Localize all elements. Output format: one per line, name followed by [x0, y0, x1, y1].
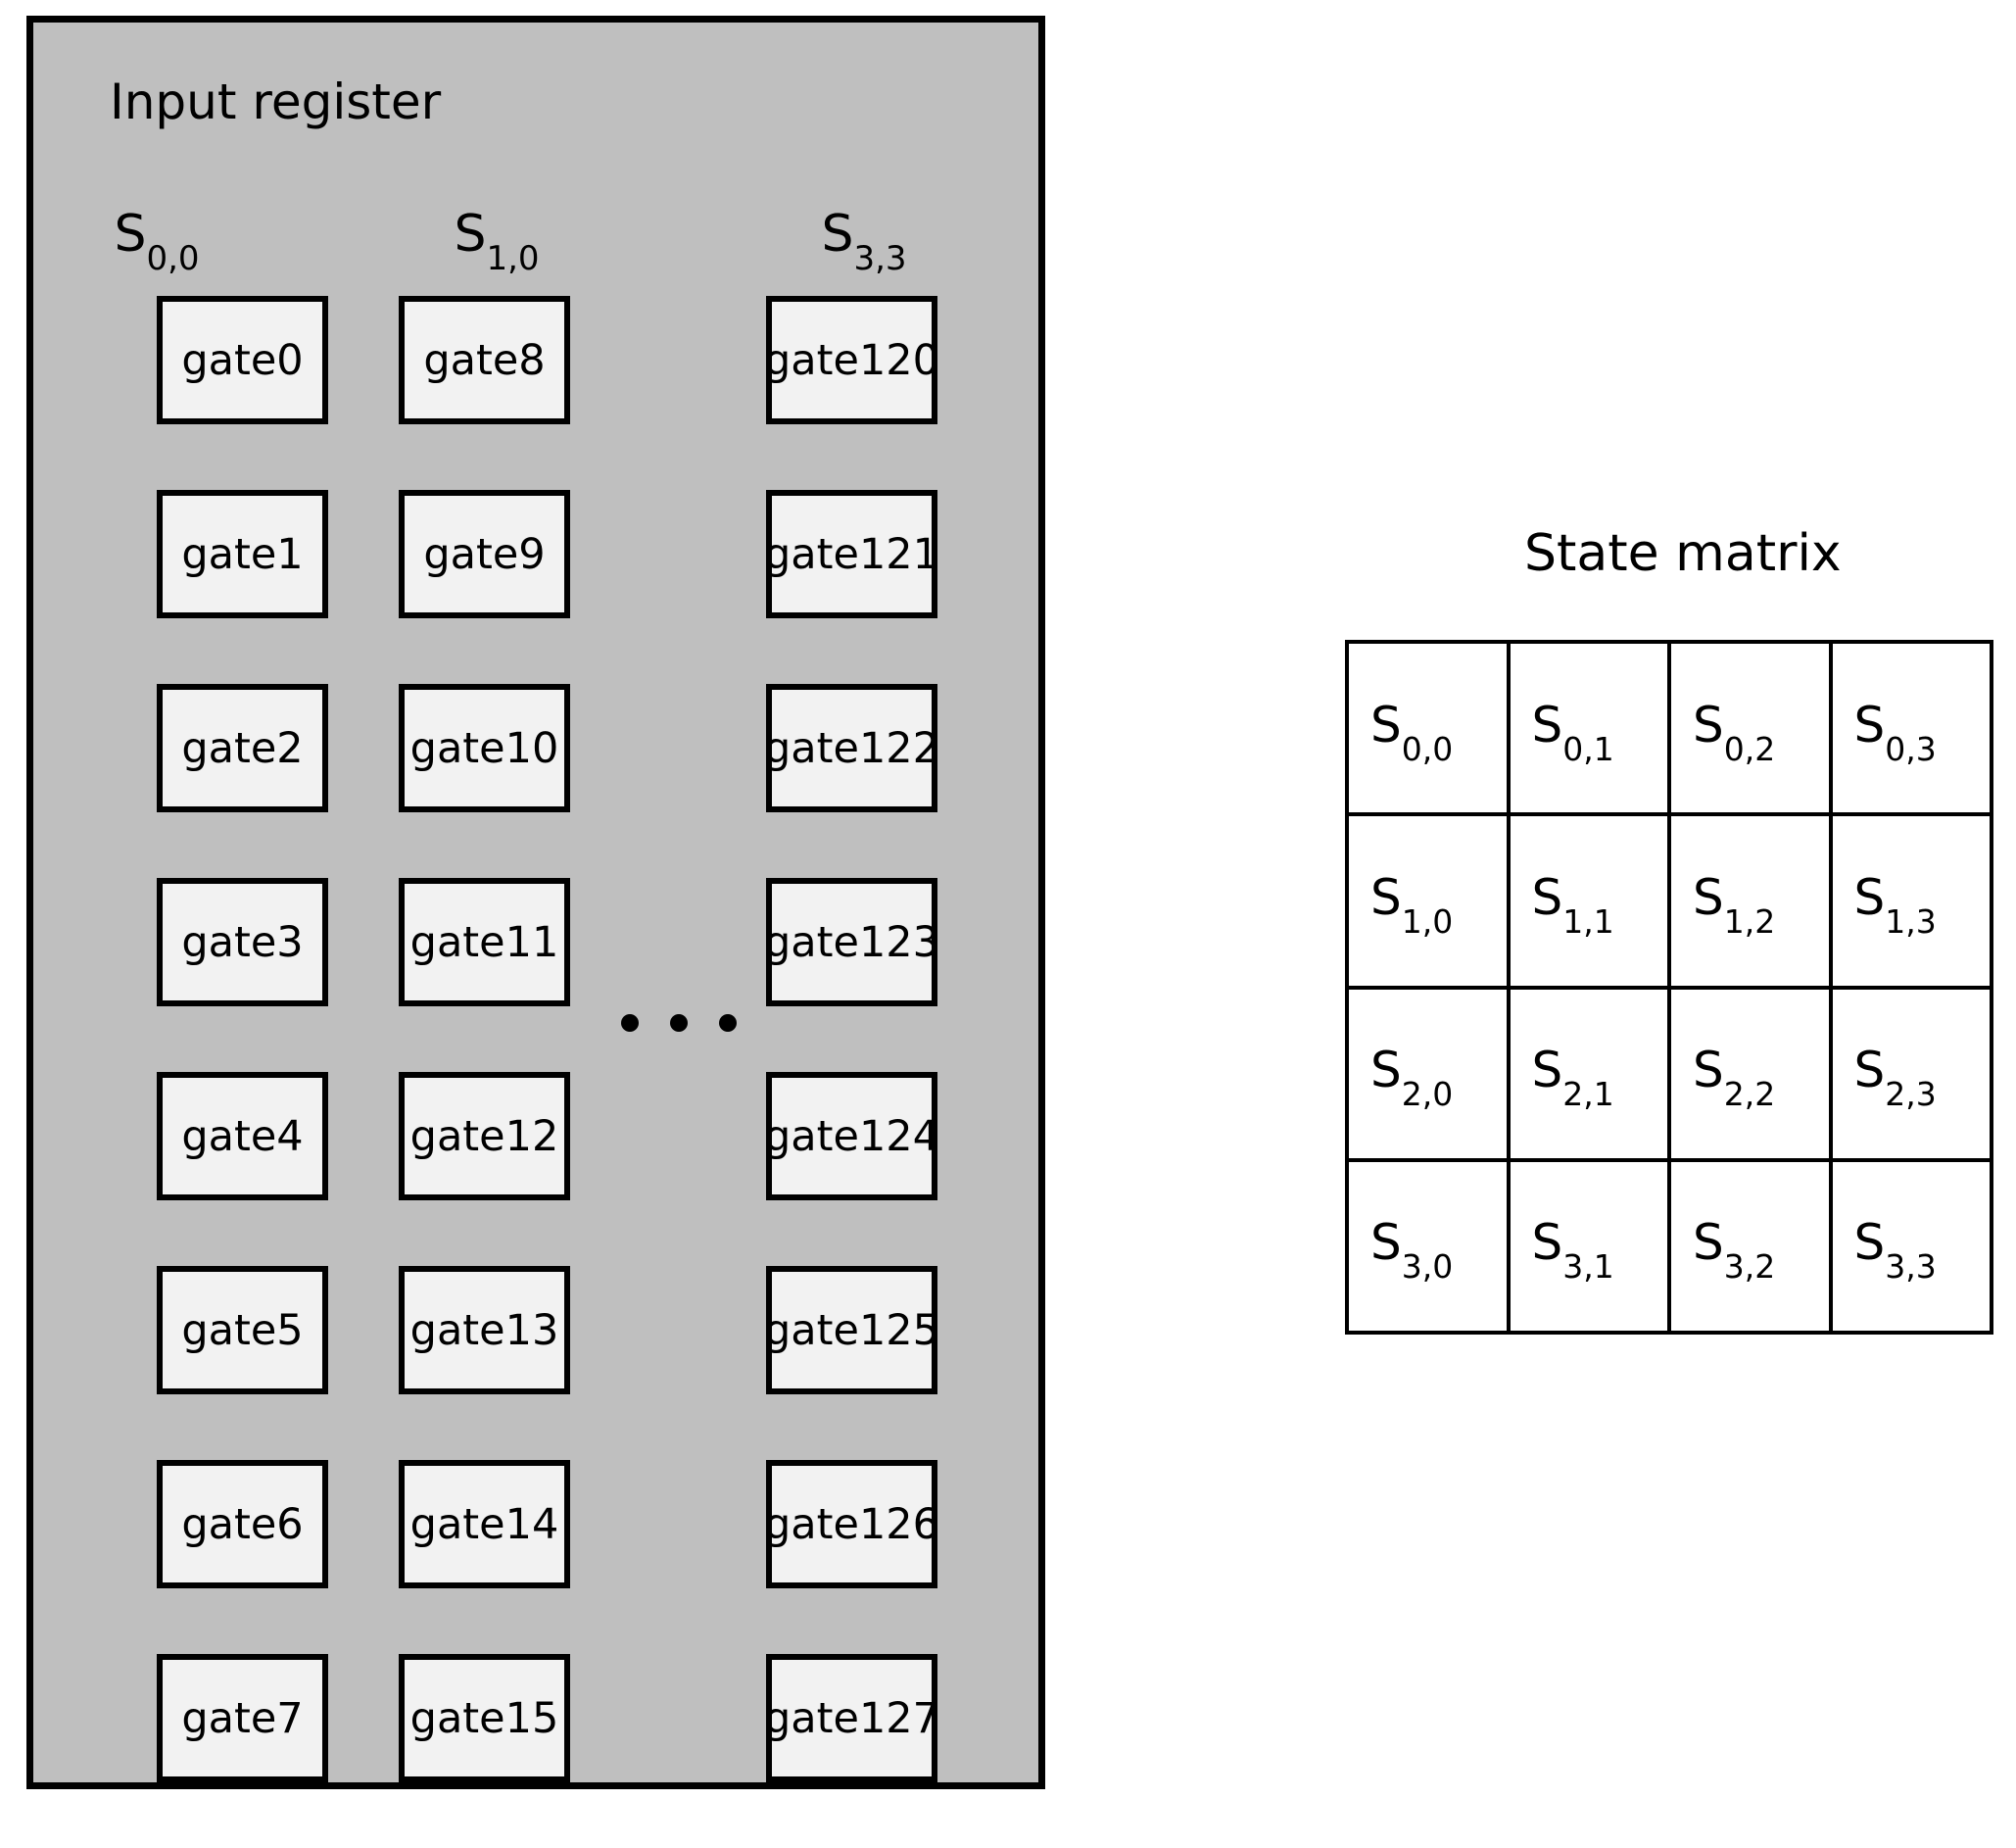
- state-cell-base: S: [1853, 868, 1886, 926]
- gate-column-1: gate8 gate9 gate10 gate11 gate12 gate13 …: [399, 296, 570, 1848]
- state-cell[interactable]: S0,3: [1828, 639, 1993, 817]
- column-header-s00: S0,0: [59, 209, 255, 275]
- state-cell[interactable]: S0,0: [1345, 639, 1511, 817]
- state-cell-subscript: 1,3: [1885, 901, 1937, 941]
- gate-box[interactable]: gate127: [764, 1654, 939, 1782]
- table-row: S1,0 S1,1 S1,2 S1,3: [1345, 812, 1993, 990]
- state-cell-base: S: [1531, 696, 1563, 754]
- column-header-base: S: [454, 205, 487, 264]
- gate-box[interactable]: gate7: [157, 1654, 328, 1782]
- table-row: S0,0 S0,1 S0,2 S0,3: [1345, 639, 1993, 817]
- gate-column-2: gate120 gate121 gate122 gate123 gate124 …: [764, 296, 939, 1848]
- table-row: S2,0 S2,1 S2,2 S2,3: [1345, 985, 1993, 1162]
- gate-column-0: gate0 gate1 gate2 gate3 gate4 gate5 gate…: [157, 296, 328, 1848]
- gate-box[interactable]: gate3: [157, 878, 328, 1006]
- gate-box[interactable]: gate124: [764, 1072, 939, 1200]
- state-cell-subscript: 2,3: [1885, 1075, 1937, 1114]
- state-cell-subscript: 2,1: [1562, 1075, 1614, 1114]
- gate-box[interactable]: gate11: [399, 878, 570, 1006]
- state-cell-base: S: [1693, 696, 1724, 754]
- state-matrix-table: S0,0 S0,1 S0,2 S0,3 S1,0 S1,1 S1,2 S1,3 …: [1345, 639, 1993, 1336]
- state-cell[interactable]: S3,1: [1506, 1157, 1671, 1336]
- gate-box[interactable]: gate15: [399, 1654, 570, 1782]
- gate-box[interactable]: gate14: [399, 1460, 570, 1588]
- state-cell-subscript: 3,3: [1885, 1247, 1937, 1287]
- state-cell-subscript: 0,3: [1885, 729, 1937, 768]
- gate-box[interactable]: gate2: [157, 684, 328, 812]
- ellipsis-dot: [670, 1014, 688, 1032]
- state-cell-subscript: 3,0: [1401, 1247, 1454, 1287]
- gate-box[interactable]: gate6: [157, 1460, 328, 1588]
- gate-box[interactable]: gate121: [764, 490, 939, 618]
- gate-box[interactable]: gate120: [764, 296, 939, 424]
- state-matrix-title: State matrix: [1524, 524, 1842, 583]
- state-cell[interactable]: S0,2: [1667, 639, 1833, 817]
- state-cell-base: S: [1370, 1214, 1402, 1272]
- state-cell[interactable]: S0,1: [1506, 639, 1671, 817]
- column-header-subscript: 1,0: [486, 239, 540, 279]
- state-cell-subscript: 3,2: [1723, 1247, 1776, 1287]
- ellipsis-dot: [621, 1014, 639, 1032]
- state-cell[interactable]: S2,0: [1345, 985, 1511, 1162]
- gate-box[interactable]: gate126: [764, 1460, 939, 1588]
- state-cell[interactable]: S2,1: [1506, 985, 1671, 1162]
- gate-box[interactable]: gate122: [764, 684, 939, 812]
- gate-box[interactable]: gate5: [157, 1266, 328, 1394]
- state-cell-base: S: [1370, 868, 1402, 926]
- gate-box[interactable]: gate125: [764, 1266, 939, 1394]
- table-row: S3,0 S3,1 S3,2 S3,3: [1345, 1157, 1993, 1336]
- ellipsis-dot: [719, 1014, 737, 1032]
- column-header-base: S: [821, 205, 854, 264]
- gate-box[interactable]: gate0: [157, 296, 328, 424]
- state-cell-base: S: [1853, 1214, 1886, 1272]
- gate-box[interactable]: gate13: [399, 1266, 570, 1394]
- state-cell-subscript: 0,0: [1401, 729, 1454, 768]
- state-cell[interactable]: S2,2: [1667, 985, 1833, 1162]
- state-cell-subscript: 0,2: [1723, 729, 1776, 768]
- gate-box[interactable]: gate9: [399, 490, 570, 618]
- state-cell[interactable]: S1,0: [1345, 812, 1511, 990]
- state-cell[interactable]: S2,3: [1828, 985, 1993, 1162]
- state-cell-base: S: [1693, 868, 1724, 926]
- state-cell-subscript: 1,1: [1562, 901, 1614, 941]
- state-cell-base: S: [1693, 1214, 1724, 1272]
- state-cell-subscript: 1,2: [1723, 901, 1776, 941]
- column-header-s10: S1,0: [399, 209, 595, 275]
- column-header-base: S: [114, 205, 147, 264]
- state-cell[interactable]: S3,2: [1667, 1157, 1833, 1336]
- input-register-panel: Input register S0,0 S1,0 S3,3 gate0 gate…: [26, 16, 1045, 1789]
- state-cell-subscript: 2,2: [1723, 1075, 1776, 1114]
- gate-box[interactable]: gate1: [157, 490, 328, 618]
- ellipsis-icon: [621, 1014, 737, 1032]
- state-cell-subscript: 3,1: [1562, 1247, 1614, 1287]
- state-cell[interactable]: S1,3: [1828, 812, 1993, 990]
- state-cell-base: S: [1370, 1042, 1402, 1099]
- state-cell[interactable]: S3,3: [1828, 1157, 1993, 1336]
- column-header-s33: S3,3: [766, 209, 962, 275]
- state-cell[interactable]: S3,0: [1345, 1157, 1511, 1336]
- state-cell-base: S: [1853, 696, 1886, 754]
- state-cell[interactable]: S1,1: [1506, 812, 1671, 990]
- state-cell-base: S: [1531, 1042, 1563, 1099]
- input-register-title: Input register: [110, 73, 442, 130]
- state-cell-base: S: [1693, 1042, 1724, 1099]
- state-cell-base: S: [1531, 1214, 1563, 1272]
- state-cell[interactable]: S1,2: [1667, 812, 1833, 990]
- gate-box[interactable]: gate8: [399, 296, 570, 424]
- gate-box[interactable]: gate10: [399, 684, 570, 812]
- state-cell-base: S: [1531, 868, 1563, 926]
- state-cell-subscript: 2,0: [1401, 1075, 1454, 1114]
- column-header-subscript: 0,0: [146, 239, 200, 279]
- gate-box[interactable]: gate4: [157, 1072, 328, 1200]
- gate-box[interactable]: gate12: [399, 1072, 570, 1200]
- state-cell-base: S: [1853, 1042, 1886, 1099]
- state-cell-base: S: [1370, 696, 1402, 754]
- column-header-subscript: 3,3: [853, 239, 907, 279]
- state-cell-subscript: 0,1: [1562, 729, 1614, 768]
- gate-box[interactable]: gate123: [764, 878, 939, 1006]
- state-cell-subscript: 1,0: [1401, 901, 1454, 941]
